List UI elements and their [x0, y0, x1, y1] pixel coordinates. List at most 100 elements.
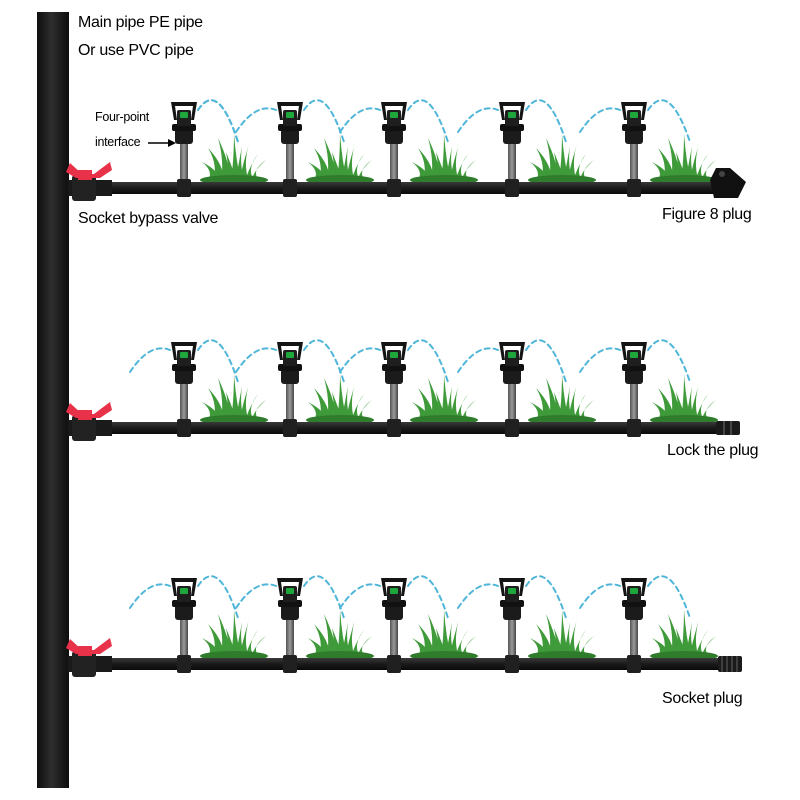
- water-spray-arc: [303, 339, 345, 383]
- row-socket-plug: [66, 575, 742, 677]
- sprinkler: [621, 342, 647, 437]
- tee-fitting: [387, 419, 401, 437]
- riser-tube: [630, 380, 638, 422]
- tee-fitting: [387, 655, 401, 673]
- tee-fitting: [177, 179, 191, 197]
- nozzle-icon: [508, 588, 516, 594]
- water-spray-arc: [197, 575, 239, 619]
- sprinkler-frame: [381, 342, 407, 360]
- nozzle-icon: [630, 588, 638, 594]
- sprinkler-base: [385, 604, 403, 620]
- row-figure8-plug: [66, 99, 746, 201]
- sprinkler: [381, 102, 407, 197]
- grass-clump: [200, 374, 268, 425]
- nozzle-icon: [630, 112, 638, 118]
- nozzle-icon: [286, 352, 294, 358]
- grass-clump: [410, 134, 478, 185]
- socket-plug-icon: [718, 656, 742, 672]
- water-spray-arc: [457, 583, 499, 609]
- water-spray-arc: [129, 583, 171, 609]
- sprinkler-frame: [277, 342, 303, 360]
- riser-tube: [630, 616, 638, 658]
- water-spray-arc: [525, 575, 567, 619]
- sprinkler-frame: [277, 578, 303, 596]
- water-spray-arc: [407, 339, 449, 383]
- water-spray-arc: [235, 347, 277, 373]
- water-spray-arc: [339, 583, 381, 609]
- riser-tube: [508, 140, 516, 182]
- tee-fitting: [505, 419, 519, 437]
- figure8-plug-label: Figure 8 plug: [662, 206, 752, 223]
- sprinkler-base: [625, 128, 643, 144]
- lock-plug-icon: [716, 421, 740, 435]
- sprinkler-frame: [499, 102, 525, 120]
- valve-body: [72, 415, 96, 441]
- water-spray-arc: [129, 347, 171, 373]
- water-spray-arc: [457, 107, 499, 133]
- tee-fitting: [387, 179, 401, 197]
- water-spray-arc: [407, 99, 449, 143]
- sprinkler: [499, 102, 525, 197]
- nozzle-icon: [508, 112, 516, 118]
- sprinkler: [277, 102, 303, 197]
- sprinkler-base: [503, 368, 521, 384]
- main-pipe-label-line1: Main pipe PE pipe: [78, 14, 203, 31]
- valve-handle: [66, 638, 112, 654]
- grass-clump: [528, 134, 596, 185]
- riser-tube: [286, 140, 294, 182]
- riser-tube: [508, 616, 516, 658]
- water-spray-arc: [197, 339, 239, 383]
- tee-fitting: [627, 179, 641, 197]
- water-spray-arc: [647, 339, 691, 383]
- tee-fitting: [505, 179, 519, 197]
- branch-rows: [66, 99, 746, 677]
- nozzle-icon: [508, 352, 516, 358]
- sprinkler: [277, 578, 303, 673]
- riser-tube: [390, 140, 398, 182]
- sprinkler: [171, 102, 197, 197]
- sprinkler: [499, 578, 525, 673]
- sprinkler-frame: [171, 342, 197, 360]
- water-spray-arc: [303, 99, 345, 143]
- sprinkler: [381, 342, 407, 437]
- sprinkler: [171, 578, 197, 673]
- riser-tube: [508, 380, 516, 422]
- sprinkler-base: [625, 368, 643, 384]
- four-point-label-line1: Four-point: [95, 110, 149, 124]
- sprinkler-base: [503, 604, 521, 620]
- grass-clump: [528, 610, 596, 661]
- grass-clump: [650, 134, 718, 185]
- row-lock-plug: [66, 339, 740, 441]
- riser-tube: [286, 616, 294, 658]
- nozzle-icon: [390, 352, 398, 358]
- tee-fitting: [177, 419, 191, 437]
- water-spray-arc: [647, 575, 691, 619]
- figure8-plug-icon: [710, 168, 746, 198]
- water-spray-arc: [235, 583, 277, 609]
- sprinkler: [171, 342, 197, 437]
- grass-clump: [410, 374, 478, 425]
- nozzle-icon: [390, 588, 398, 594]
- lock-plug-label: Lock the plug: [667, 442, 759, 459]
- main-pipe-label-line2: Or use PVC pipe: [78, 42, 194, 59]
- nozzle-icon: [180, 352, 188, 358]
- water-spray-arc: [407, 575, 449, 619]
- sprinkler-frame: [171, 102, 197, 120]
- nozzle-icon: [286, 112, 294, 118]
- riser-tube: [286, 380, 294, 422]
- sprinkler-base: [385, 128, 403, 144]
- water-spray-arc: [579, 107, 621, 133]
- valve-body: [72, 175, 96, 201]
- sprinkler-frame: [171, 578, 197, 596]
- sprinkler-frame: [621, 578, 647, 596]
- four-point-label-line2: interface: [95, 135, 141, 149]
- grass-clump: [650, 374, 718, 425]
- sprinkler-base: [281, 128, 299, 144]
- sprinkler-frame: [499, 342, 525, 360]
- riser-tube: [630, 140, 638, 182]
- valve-body: [72, 651, 96, 677]
- sprinkler-base: [175, 604, 193, 620]
- riser-tube: [390, 616, 398, 658]
- sprinkler-base: [503, 128, 521, 144]
